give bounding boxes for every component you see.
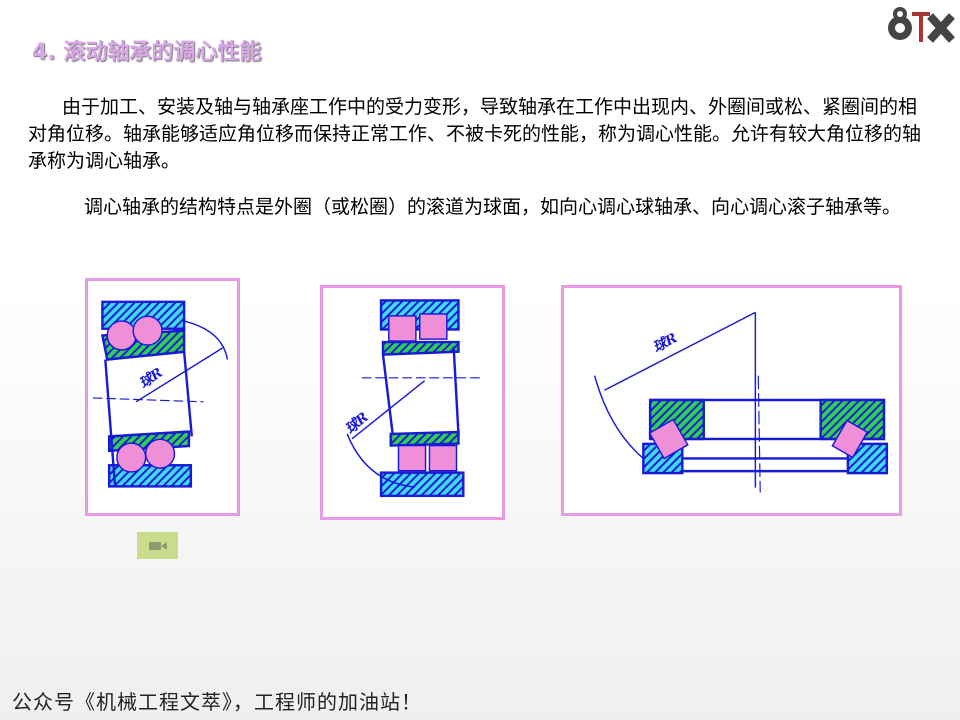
- figure-self-aligning-roller-bearing: 球R: [320, 285, 505, 520]
- video-play-button[interactable]: [137, 532, 178, 559]
- logo-icon: [888, 7, 955, 43]
- figure-self-aligning-ball-bearing: 球R: [85, 278, 240, 516]
- paragraph-structure: 调心轴承的结构特点是外圈（或松圈）的滚道为球面，如向心调心球轴承、向心调心滚子轴…: [84, 196, 902, 218]
- figure-label: 球R: [650, 330, 680, 356]
- figure-thrust-roller-bearing: 球R: [561, 285, 902, 516]
- footer-watermark: 公众号《机械工程文萃》，工程师的加油站！: [12, 690, 422, 714]
- figure-label: 球R: [137, 365, 166, 392]
- video-camera-icon: [148, 541, 167, 550]
- paragraph-definition: 由于加工、安装及轴与轴承座工作中的受力变形，导致轴承在工作中出现内、外圈间或松、…: [28, 96, 922, 172]
- figure-label: 球R: [342, 409, 371, 437]
- slide-title: 4. 滚动轴承的调心性能: [32, 40, 262, 65]
